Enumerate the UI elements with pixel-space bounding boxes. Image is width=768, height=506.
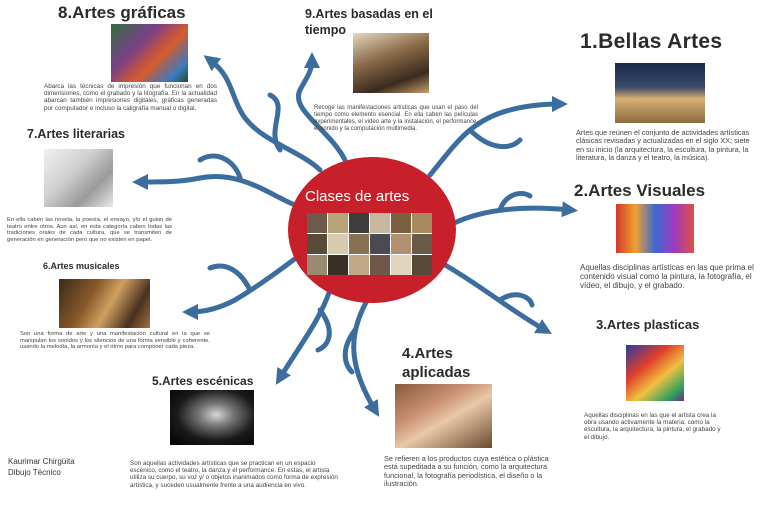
escenicas-image [170,390,254,445]
arrow-musicales [182,252,303,320]
author-name: Kaurimar Chirgüita [8,457,75,466]
plasticas-text: Aquellas disciplinas en las que el artis… [584,412,721,441]
graficas-text: Abarca las técnicas de impresión que fun… [44,83,217,112]
aplicadas-text: Se refieren a los productos cuya estétic… [384,454,549,489]
plasticas-image [626,345,684,401]
musicales-title: 6.Artes musicales [43,261,120,271]
tiempo-title: 9.Artes basadas en el tiempo [305,7,433,38]
bellas-image [615,63,705,123]
literarias-text: En ella caben las novela, la poesía, el … [7,217,172,243]
arrow-literarias [131,173,298,208]
musicales-text: Son una forma de arte y una manifestació… [20,331,210,351]
tiempo-image [353,33,429,93]
bellas-text: Artes que reúnen el conjunto de activida… [576,128,750,163]
arrow-escenicas [275,287,333,385]
arrow-tiempo [295,52,348,163]
escenicas-title: 5.Artes escénicas [152,374,254,388]
center-title: Clases de artes [305,188,410,205]
visuales-title: 2.Artes Visuales [574,181,706,200]
aplicadas-title: 4.Artes aplicadas [402,345,471,381]
arrow-aplicadas [351,292,380,417]
literarias-image [44,149,113,207]
plasticas-title: 3.Artes plasticas [596,317,700,332]
graficas-title: 8.Artes gráficas [58,3,186,22]
author-subject: Dibujo Técnico [8,468,61,478]
arrow-visuales [447,201,578,228]
center-collage-image [307,213,432,275]
visuales-image [616,204,694,253]
arrow-graficas [203,55,323,173]
escenicas-text: Son aquellas actividades artísticas que … [130,460,338,489]
arrow-bellas [427,96,569,178]
literarias-title: 7.Artes literarias [27,127,125,141]
graficas-image [111,24,188,82]
author-block: Kaurimar Chirgüita Dibujo Técnico [8,456,75,478]
tiempo-text: Recoge las manifestaciones artísticas qu… [314,105,478,132]
visuales-text: Aquellas disciplinas artísticas en las q… [580,263,754,291]
musicales-image [59,279,150,328]
arrow-plasticas [442,262,552,334]
bellas-title: 1.Bellas Artes [580,30,723,53]
aplicadas-image [395,384,492,448]
